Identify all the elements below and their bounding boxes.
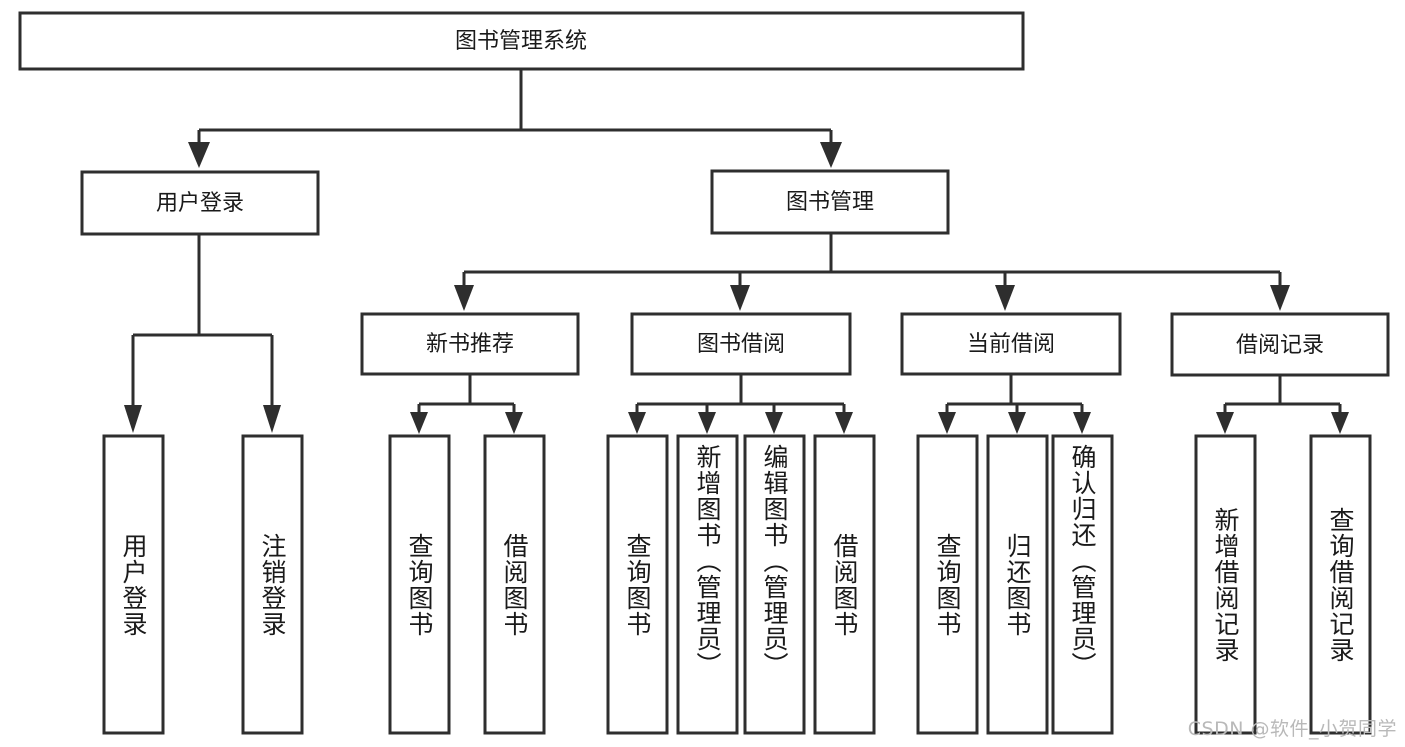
connectors-borrow-record-to-leaves [1216, 375, 1349, 434]
node-book-management-label: 图书管理 [786, 190, 874, 215]
leaf-box-confirm-return[interactable] [1051, 434, 1114, 735]
node-borrow-record-label: 借阅记录 [1236, 333, 1324, 358]
leaf-boxes [102, 434, 1372, 735]
node-current-borrow-box[interactable] [900, 312, 1122, 376]
leaf-box-add-book[interactable] [676, 434, 739, 735]
node-current-borrow-label: 当前借阅 [967, 332, 1055, 357]
node-borrow-record[interactable]: 借阅记录 [1170, 312, 1390, 377]
connectors-new-book-recommend-to-leaves [410, 374, 523, 434]
connectors-book-borrow-to-leaves [628, 374, 853, 434]
arrow-head-new-book-recommend [454, 285, 474, 311]
node-book-management-box[interactable] [710, 169, 950, 235]
leaf-box-query-book-2[interactable] [606, 434, 669, 735]
arrow-head-leaf-user-login [124, 405, 142, 433]
arrow-head-book-management [820, 142, 842, 168]
connectors-root-to-level2 [188, 68, 842, 168]
arrow-head-borrow-record [1270, 285, 1290, 311]
leaf-box-logout-login[interactable] [241, 434, 304, 735]
leaf-box-edit-book[interactable] [743, 434, 806, 735]
leaf-box-borrow-book-1[interactable] [483, 434, 546, 735]
arrow-head-book-borrow [730, 285, 750, 311]
arrow-head-leaf-query-book-3 [938, 412, 956, 434]
arrow-head-leaf-query-record [1331, 412, 1349, 434]
node-book-borrow-label: 图书借阅 [697, 332, 785, 357]
node-root-box[interactable] [18, 11, 1025, 71]
arrow-head-leaf-query-book-1 [410, 412, 428, 434]
node-new-book-recommend-label: 新书推荐 [426, 332, 514, 357]
arrow-head-user-login [188, 142, 210, 168]
arrow-head-leaf-confirm-return [1073, 412, 1091, 434]
node-book-borrow[interactable]: 图书借阅 [630, 312, 852, 376]
connectors-current-borrow-to-leaves [938, 374, 1091, 434]
arrow-head-leaf-query-book-2 [628, 412, 646, 434]
leaf-box-query-book-1[interactable] [388, 434, 451, 735]
csdn-watermark: CSDN @软件_小贺同学 [1187, 718, 1397, 740]
leaf-box-query-book-3[interactable] [916, 434, 979, 735]
node-borrow-record-box[interactable] [1170, 312, 1390, 377]
node-book-management[interactable]: 图书管理 [710, 169, 950, 235]
arrow-head-current-borrow [995, 285, 1015, 311]
node-current-borrow[interactable]: 当前借阅 [900, 312, 1122, 376]
leaf-box-borrow-book-2[interactable] [813, 434, 876, 735]
node-root-label: 图书管理系统 [455, 29, 587, 54]
leaf-box-add-record[interactable] [1194, 434, 1257, 735]
node-user-login-label: 用户登录 [156, 191, 244, 216]
leaf-box-query-record[interactable] [1309, 434, 1372, 735]
node-user-login-box[interactable] [80, 170, 320, 236]
arrow-head-leaf-borrow-book-1 [505, 412, 523, 434]
connectors-user-login-to-leaves [124, 234, 281, 433]
node-book-borrow-box[interactable] [630, 312, 852, 376]
node-user-login[interactable]: 用户登录 [80, 170, 320, 236]
arrow-head-leaf-add-record [1216, 412, 1234, 434]
node-root[interactable]: 图书管理系统 [18, 11, 1025, 71]
leaf-box-user-login[interactable] [102, 434, 165, 735]
arrow-head-leaf-edit-book [765, 412, 783, 434]
arrow-head-leaf-borrow-book-2 [835, 412, 853, 434]
leaf-box-return-book[interactable] [986, 434, 1049, 735]
arrow-head-leaf-return-book [1008, 412, 1026, 434]
connectors-book-management-to-level3 [454, 233, 1290, 311]
arrow-head-leaf-add-book [698, 412, 716, 434]
node-new-book-recommend-box[interactable] [360, 312, 580, 376]
arrow-head-leaf-logout-login [263, 405, 281, 433]
node-new-book-recommend[interactable]: 新书推荐 [360, 312, 580, 376]
